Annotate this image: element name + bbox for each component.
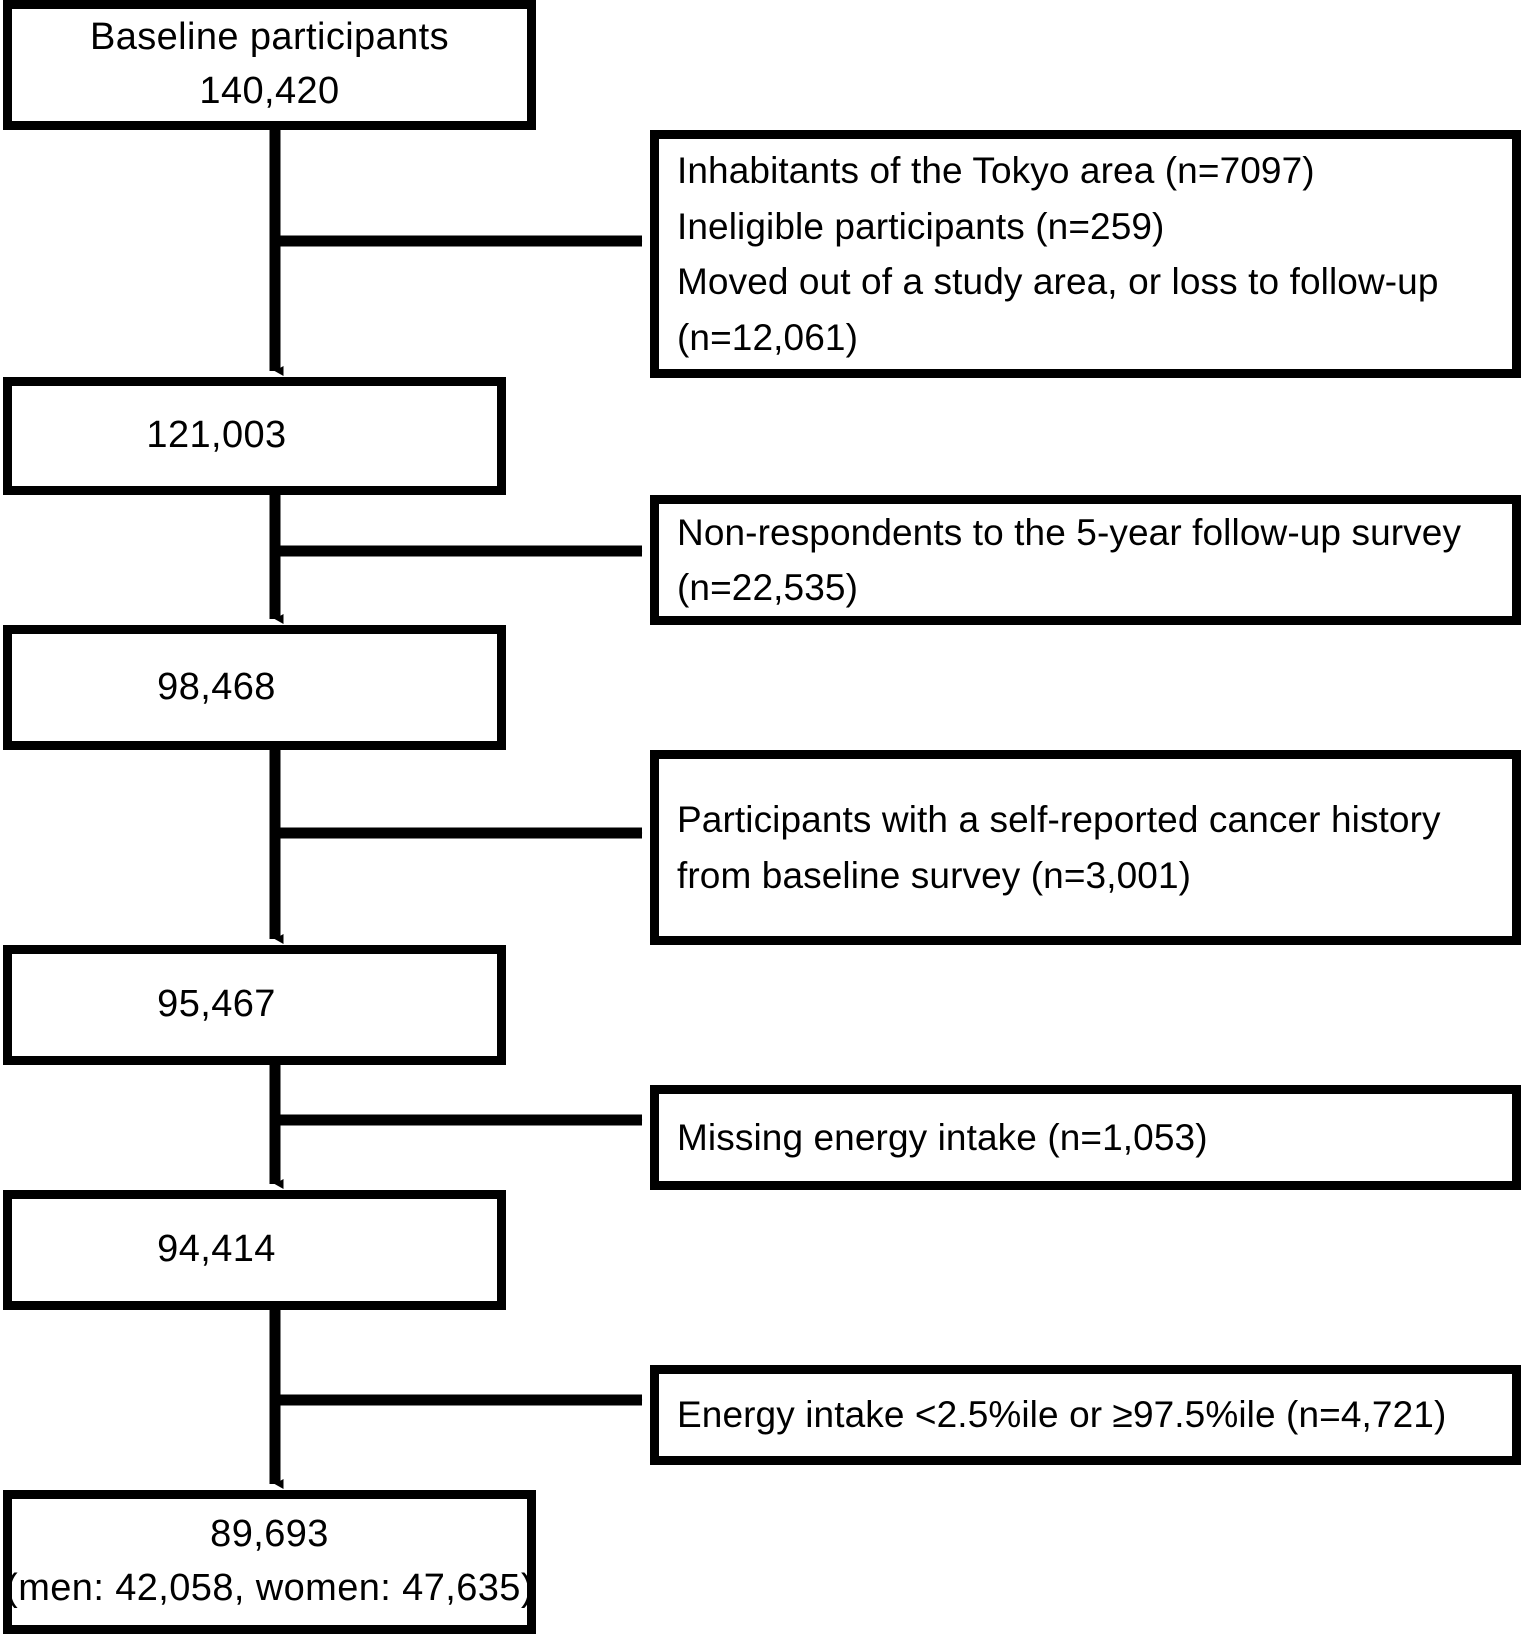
node-baseline-participants[interactable]: Baseline participants 140,420 [3, 0, 536, 130]
exclusion-2-line-1: Non-respondents to the 5-year follow-up … [677, 511, 1462, 553]
exclusion-1-line-2: Ineligible participants (n=259) [677, 205, 1165, 247]
node-after-exclusion-2[interactable]: 98,468 [3, 625, 506, 750]
node-after-exclusion-1-count: 121,003 [146, 414, 287, 457]
node-baseline-count: 140,420 [199, 70, 340, 112]
node-exclusion-4[interactable]: Missing energy intake (n=1,053) [650, 1085, 1521, 1190]
exclusion-2-line-2: (n=22,535) [677, 567, 858, 608]
node-after-exclusion-1[interactable]: 121,003 [3, 377, 506, 495]
exclusion-3-line-2: from baseline survey (n=3,001) [677, 854, 1192, 896]
node-baseline-title: Baseline participants [89, 16, 450, 59]
node-final-analytic-sample[interactable]: 89,693 (men: 42,058, women: 47,635) [3, 1490, 536, 1634]
node-exclusion-3[interactable]: Participants with a self-reported cancer… [650, 750, 1521, 945]
node-exclusion-5[interactable]: Energy intake <2.5%ile or ≥97.5%ile (n=4… [650, 1365, 1521, 1465]
exclusion-3-line-1: Participants with a self-reported cancer… [677, 799, 1441, 840]
node-after-exclusion-4[interactable]: 94,414 [3, 1190, 506, 1310]
node-exclusion-1[interactable]: Inhabitants of the Tokyo area (n=7097) I… [650, 130, 1521, 378]
node-after-exclusion-3[interactable]: 95,467 [3, 945, 506, 1065]
exclusion-1-line-4: (n=12,061) [677, 316, 858, 358]
node-exclusion-2[interactable]: Non-respondents to the 5-year follow-up … [650, 495, 1521, 625]
node-after-exclusion-3-count: 95,467 [157, 983, 276, 1026]
node-final-sex-breakdown: (men: 42,058, women: 47,635) [5, 1567, 534, 1609]
exclusion-5-line-1: Energy intake <2.5%ile or ≥97.5%ile (n=4… [677, 1394, 1447, 1436]
node-after-exclusion-2-count: 98,468 [157, 665, 276, 708]
exclusion-1-line-3: Moved out of a study area, or loss to fo… [677, 261, 1439, 302]
exclusion-4-line-1: Missing energy intake (n=1,053) [677, 1116, 1208, 1158]
exclusion-1-line-1: Inhabitants of the Tokyo area (n=7097) [677, 150, 1315, 191]
node-after-exclusion-4-count: 94,414 [157, 1228, 276, 1271]
node-final-count: 89,693 [210, 1513, 329, 1556]
